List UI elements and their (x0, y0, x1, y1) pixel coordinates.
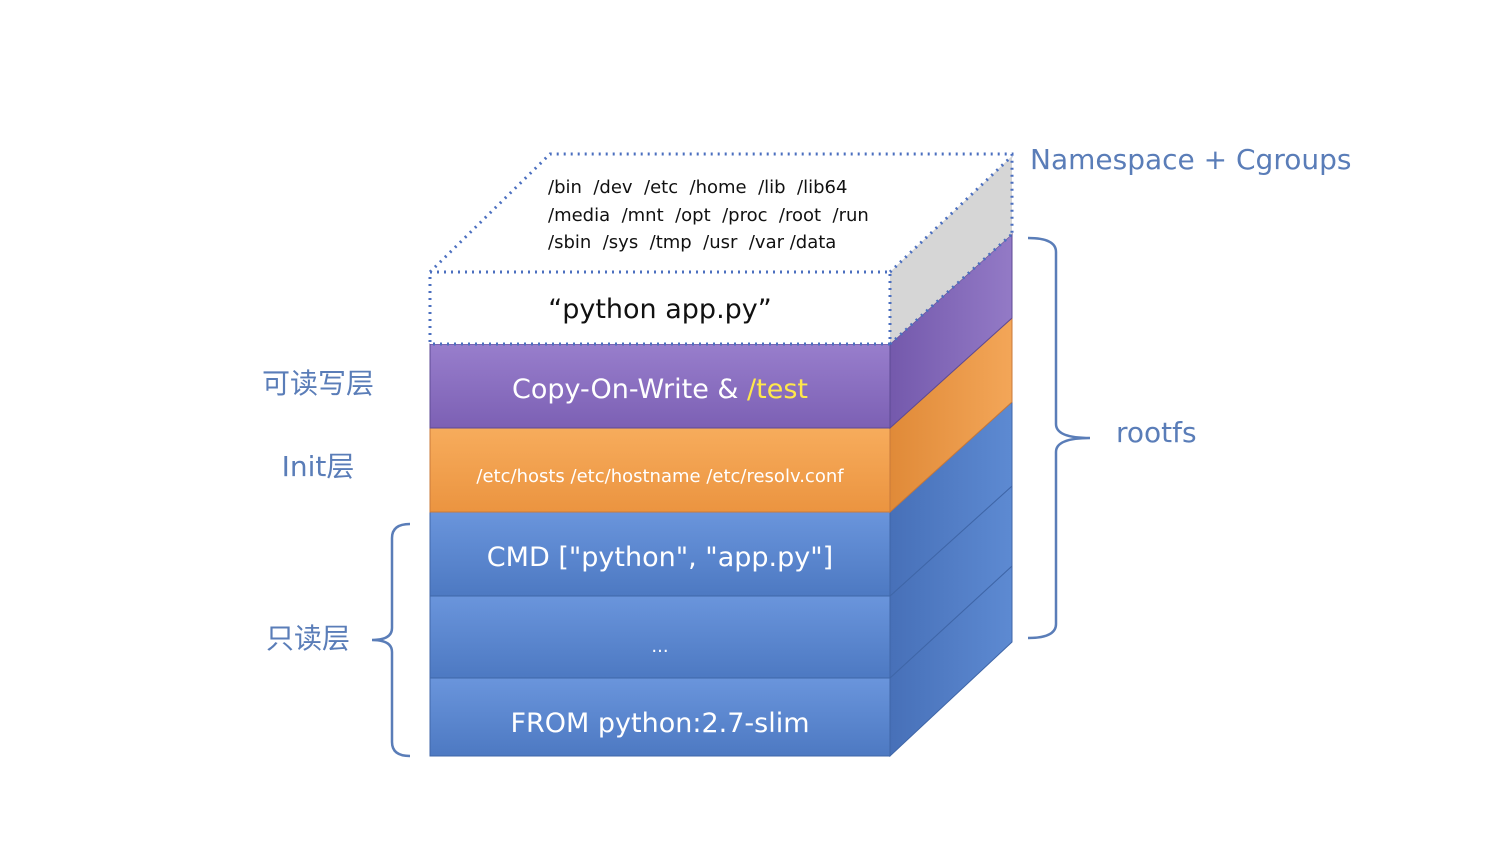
container-paths-line-2: /media /mnt /opt /proc /root /run (548, 205, 869, 226)
layer-init-text: /etc/hosts /etc/hostname /etc/resolv.con… (476, 466, 844, 487)
container-paths-line-1: /bin /dev /etc /home /lib /lib64 (548, 177, 847, 198)
readonly-layer-label: 只读层 (266, 622, 350, 655)
layer-from: FROM python:2.7-slim (429, 564, 1013, 758)
rw-layer-label: 可读写层 (262, 367, 374, 400)
layer-cmd-text: CMD ["python", "app.py"] (487, 542, 833, 573)
layer-init: /etc/hosts /etc/hostname /etc/resolv.con… (429, 316, 1013, 514)
init-layer-label: Init层 (282, 450, 355, 483)
layer-dots: ... (429, 484, 1013, 680)
container-command: “python app.py” (548, 294, 772, 325)
rootfs-bracket (1027, 236, 1091, 640)
container-box: /bin /dev /etc /home /lib /lib64 /media … (428, 152, 1014, 346)
layer-cow-text: Copy-On-Write & (512, 374, 747, 405)
namespace-cgroups-label: Namespace + Cgroups (1030, 143, 1351, 176)
rootfs-label: rootfs (1116, 416, 1197, 449)
layer-cmd: CMD ["python", "app.py"] (429, 400, 1013, 598)
layer-cow-label: Copy-On-Write & /test (512, 374, 808, 405)
container-paths-line-3: /sbin /sys /tmp /usr /var /data (548, 232, 836, 253)
readonly-bracket (371, 522, 411, 758)
layer-dots-text: ... (651, 636, 668, 657)
layer-cow: Copy-On-Write & /test (429, 232, 1013, 430)
layer-cow-highlight: /test (747, 374, 808, 405)
layer-from-text: FROM python:2.7-slim (510, 708, 809, 739)
